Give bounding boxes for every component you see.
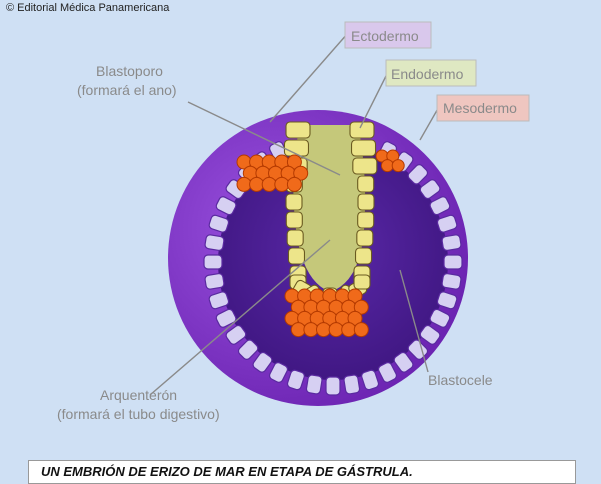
mesoderm-cell [353,299,369,315]
ectoderm-cell [441,273,462,290]
ectoderm-cell [204,234,225,251]
ectoderm-cell [204,273,225,290]
arquenteron-label: Arquenterón [100,387,177,403]
mesoderm-cell [380,159,394,173]
ectoderm-cell [443,254,463,270]
ectoderm-cell [237,339,259,360]
endoderm-cell [287,247,306,265]
copyright-notice: © Editorial Médica Panamericana [6,2,170,14]
endoderm-cell [357,193,375,211]
mesoderm-cell [353,322,369,338]
mesoderm-cell [286,176,302,192]
endoderm-cell [357,211,375,229]
endoderm-cell [286,229,304,247]
mesoderm-cell [290,322,306,338]
mesodermo-label-box [436,94,530,122]
mesoderm-cell [328,322,344,338]
ectoderm-cell [429,308,451,328]
mesoderm-cell [303,322,319,338]
ectoderm-cell [305,374,323,395]
mesoderm-layer [236,149,405,338]
endoderm-cell [352,157,378,175]
ectoderm-cell [436,291,458,310]
ectoderm-cell [203,254,223,270]
mesoderm-cell [286,154,302,170]
mesoderm-cell [316,322,331,338]
mesodermo-label: Mesodermo [443,100,517,116]
ectoderm-cell [436,214,458,233]
endoderm-cell [285,193,303,211]
ectoderm-cell [361,369,380,391]
ectoderm-cell [225,324,247,345]
endodermo-label: Endodermo [391,66,464,82]
endoderm-cell [285,211,303,229]
mesoderm-cell [236,176,252,192]
mesoderm-cell [341,322,357,338]
endoderm-cell [356,229,374,247]
endodermo-pointer [359,71,389,129]
ectoderm-cell [252,351,273,373]
mesoderm-cell [274,176,290,192]
endoderm-cell [350,139,377,157]
ectoderm-cell [325,376,341,396]
ectoderm-cell [377,362,398,383]
mesoderm-cell [347,288,363,304]
ectoderm-cell [215,308,237,328]
ectoderm-cell [419,179,441,200]
ectodermo-label: Ectodermo [351,28,419,44]
endoderm-cell [349,121,375,139]
mesoderm-cell [347,310,363,326]
blastoporo-label: Blastoporo [96,63,163,79]
ectoderm-cell [286,369,305,391]
mesoderm-cell [293,165,309,181]
ectoderm-cell [208,291,230,310]
ectoderm-cell [429,196,451,216]
blastocele-label: Blastocele [428,372,493,388]
ectoderm-cell [393,351,414,373]
ectoderm-layer [203,141,463,396]
ectoderm-cell [208,214,230,233]
endodermo-label-box [385,59,477,87]
endoderm-cell [353,274,371,290]
ectoderm-cell [215,196,237,216]
caption-box: UN EMBRIÓN DE ERIZO DE MAR EN ETAPA DE G… [28,460,576,484]
mesoderm-cell [261,176,277,192]
blastocele-pointer [399,269,429,373]
archenteron-lumen [293,125,366,292]
ectodermo-label-box [344,21,432,49]
blastoporo-sublabel: (formará el ano) [77,82,177,98]
blastoporo-pointer [187,101,341,176]
caption-text: UN EMBRIÓN DE ERIZO DE MAR EN ETAPA DE G… [41,464,413,479]
endoderm-cell [285,121,311,139]
endoderm-cell [357,175,375,193]
endoderm-cell [354,247,373,265]
ectoderm-cell [407,164,429,185]
mesoderm-cell [249,176,265,192]
arquenteron-sublabel: (formará el tubo digestivo) [57,406,220,422]
ectoderm-cell [419,324,441,345]
mesoderm-cell [391,159,405,173]
ectoderm-cell [268,362,289,383]
ectoderm-cell [343,374,361,395]
arquenteron-pointer [149,239,331,396]
ectoderm-cell [441,234,462,251]
ectodermo-pointer [269,32,349,123]
